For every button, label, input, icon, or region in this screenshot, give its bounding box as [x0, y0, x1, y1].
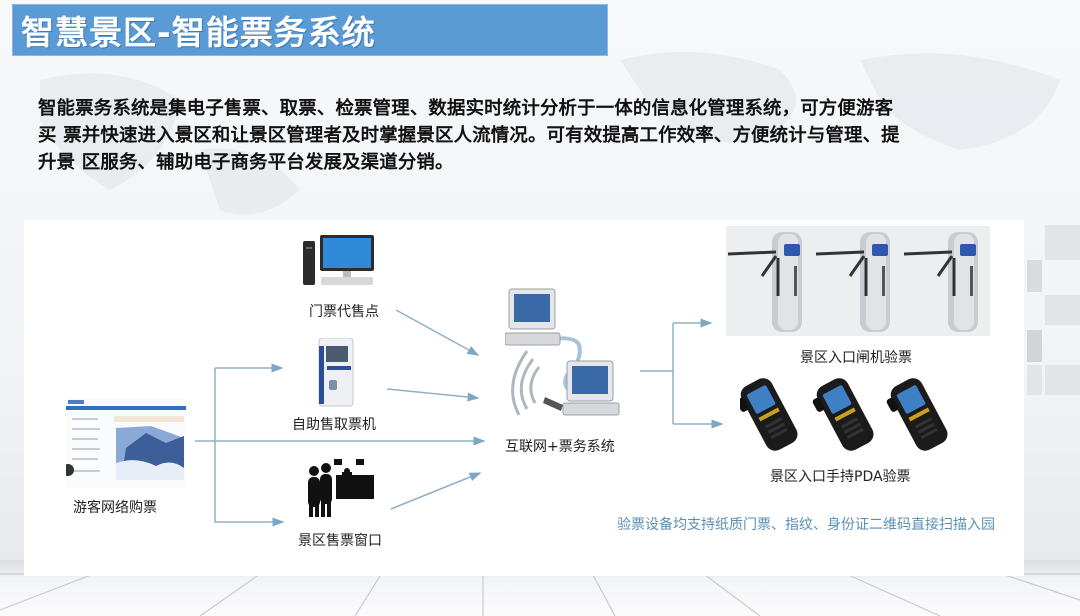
page-title: 智慧景区-智能票务系统: [21, 13, 376, 52]
intro-line-3: 升景 区服务、辅助电子商务平台发展及渠道分销。: [38, 152, 454, 173]
intro-line-2: 买 票并快速进入景区和让景区管理者及时掌握景区人流情况。可有效提高工作效率、方便…: [38, 125, 900, 146]
web-page-screenshot-icon: [66, 398, 186, 488]
networked-computers-icon: [505, 288, 620, 416]
desktop-computer-icon: [303, 235, 374, 285]
gate-verification-label: 景区入口闸机验票: [800, 350, 912, 366]
self-service-kiosk-label: 自助售取票机: [292, 417, 376, 433]
intro-paragraph: 智能票务系统是集电子售票、取票、检票管理、数据实时统计分析于一体的信息化管理系统…: [38, 95, 1028, 176]
intro-line-1: 智能票务系统是集电子售票、取票、检票管理、数据实时统计分析于一体的信息化管理系统…: [38, 98, 894, 119]
ticket-counter-people-icon: [308, 459, 374, 517]
ticketing-system-label: 互联网+票务系统: [505, 439, 615, 455]
online-purchase-label: 游客网络购票: [73, 500, 157, 516]
pda-verification-label: 景区入口手持PDA验票: [770, 469, 911, 485]
ticket-window-label: 景区售票窗口: [298, 533, 382, 549]
verification-note: 验票设备均支持纸质门票、指纹、身份证二维码直接扫描入园: [617, 517, 995, 533]
turnstile-gates-icon: [726, 226, 990, 336]
decorative-squares: [1025, 225, 1080, 425]
title-banner: 智慧景区-智能票务系统: [12, 4, 608, 56]
world-map-background: [40, 52, 1060, 215]
ticket-kiosk-icon: [318, 338, 354, 407]
ticket-agent-label: 门票代售点: [309, 304, 379, 320]
handheld-pda-scanners-icon: [740, 376, 952, 452]
